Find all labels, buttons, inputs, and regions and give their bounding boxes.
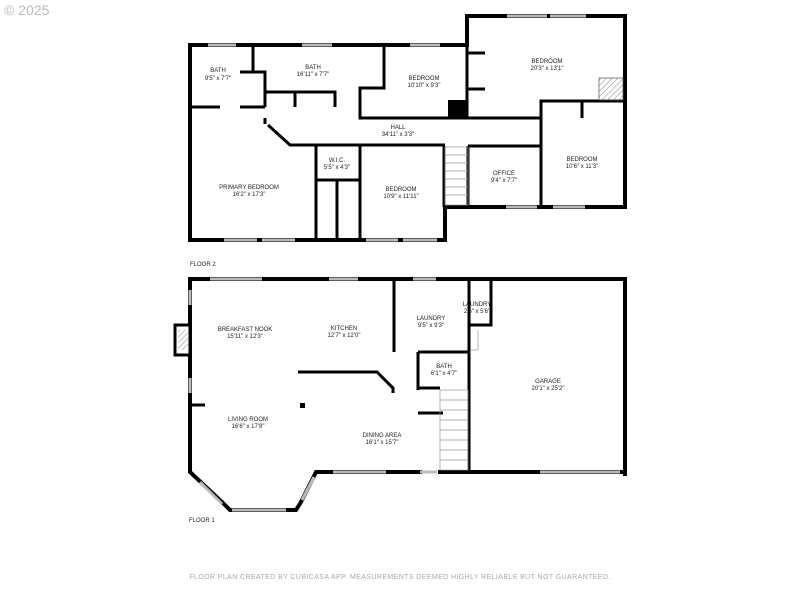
room-dims: 2'6" x 5'6" (464, 309, 490, 315)
room-name: BATH (210, 68, 226, 74)
room-dims: 5'5" x 4'3" (324, 165, 350, 171)
room-name: LIVING ROOM (228, 417, 268, 423)
room-dims: 9'5" x 9'3" (418, 323, 444, 329)
room-name: BEDROOM (408, 76, 439, 82)
room-dims: 34'11" x 3'3" (382, 132, 414, 138)
room-dims: 6'1" x 4'7" (431, 371, 457, 377)
room-name: PRIMARY BEDROOM (219, 185, 279, 191)
room-name: W.I.C. (329, 158, 346, 164)
room-name: LAUNDRY (463, 302, 492, 308)
room-name: KITCHEN (331, 326, 357, 332)
room-name: GARAGE (535, 379, 561, 385)
room-dims: 16'2" x 17'3" (233, 192, 266, 198)
room-name: LAUNDRY (417, 316, 446, 322)
room-dims: 10'10" x 9'3" (408, 83, 441, 89)
copyright-watermark: © 2025 (4, 2, 50, 18)
room-dims: 10'6" x 11'3" (566, 164, 598, 170)
room-dims: 12'7" x 12'0" (328, 333, 361, 339)
room-dims: 16'11" x 7'7" (297, 72, 329, 78)
room-dims: 10'9" x 11'11" (383, 194, 418, 200)
disclaimer-footer: FLOOR PLAN CREATED BY CUBICASA APP. MEAS… (189, 574, 611, 581)
room-name: HALL (390, 125, 406, 131)
room-name: BATH (436, 364, 452, 370)
floor-2-plan: BATH 9'5" x 7'7" BATH 16'11" x 7'7" BEDR… (188, 14, 627, 268)
room-dims: 20'3" x 13'1" (531, 66, 564, 72)
room-dims: 15'11" x 12'3" (227, 334, 263, 340)
floor-2-label: FLOOR 2 (190, 262, 216, 268)
room-name: DINING AREA (363, 433, 402, 439)
room-name: BEDROOM (566, 157, 597, 163)
room-name: BEDROOM (531, 59, 562, 65)
room-name: OFFICE (493, 171, 515, 177)
room-dims: 20'1" x 25'2" (532, 386, 565, 392)
room-dims: 16'1" x 15'7" (366, 440, 399, 446)
room-name: BEDROOM (385, 187, 416, 193)
floor-1-label: FLOOR 1 (189, 518, 215, 524)
room-name: BREAKFAST NOOK (218, 327, 273, 333)
floor-1-plan: BREAKFAST NOOK 15'11" x 12'3" KITCHEN 12… (173, 277, 627, 524)
room-dims: 9'4" x 7'7" (491, 178, 517, 184)
room-dims: 16'6" x 17'8" (232, 424, 265, 430)
room-dims: 9'5" x 7'7" (205, 76, 231, 82)
room-name: BATH (305, 65, 321, 71)
